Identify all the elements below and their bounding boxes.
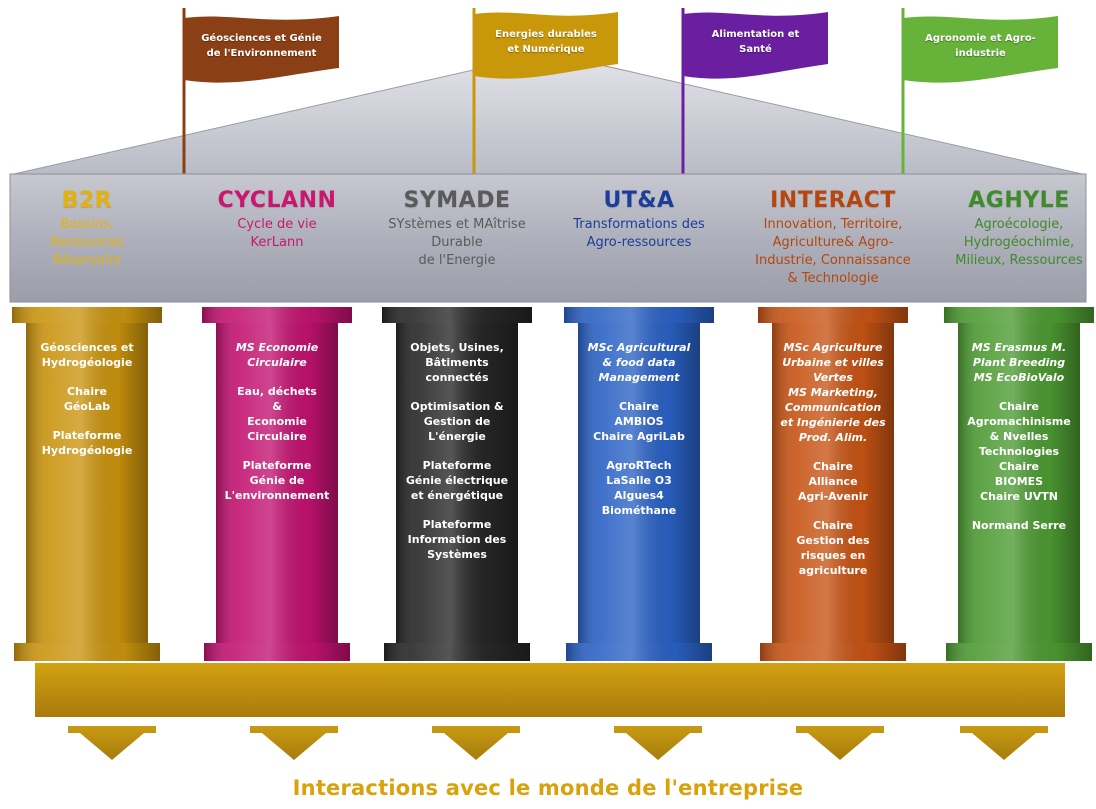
pillar — [758, 307, 908, 661]
pillar-item: Chaire AMBIOS Chaire AgriLab — [593, 400, 685, 443]
pillar-item: MS Erasmus M. Plant Breeding MS EcoBioVa… — [971, 341, 1067, 384]
down-arrow-icon — [68, 726, 156, 760]
column-title: INTERACT — [770, 188, 896, 213]
pillar-item: Chaire Gestion des risques en agricultur… — [796, 519, 870, 577]
flag-label: Energies durables et Numérique — [495, 29, 597, 55]
pillar-content: MSc Agriculture Urbaine et villes Vertes… — [774, 340, 892, 592]
column-title: CYCLANN — [217, 188, 337, 213]
footer-caption: Interactions avec le monde de l'entrepri… — [292, 776, 804, 800]
flag-label: Alimentation et Santé — [711, 29, 800, 55]
down-arrow-icon — [960, 726, 1048, 760]
pillar-item: MS Economie Circulaire — [235, 341, 319, 369]
column-subtitle: Transformations des Agro-ressources — [573, 217, 705, 250]
pillar-item: Objets, Usines, Bâtiments connectés — [410, 341, 504, 384]
pillar-item: Chaire GéoLab — [63, 385, 111, 413]
column-subtitle: Bassins, Ressources Réservoirs — [50, 217, 124, 268]
down-arrow-icon — [614, 726, 702, 760]
pillar-item: Plateforme Hydrogéologie — [41, 429, 133, 457]
pillar-item: MSc Agriculture Urbaine et villes Vertes… — [780, 341, 886, 444]
column-heading: INTERACT Innovation, Territoire, Agricult… — [744, 188, 922, 288]
pillar-item: Plateforme Génie de L'environnement — [224, 459, 330, 502]
flag-label: Géosciences et Génie de l'Environnement — [201, 33, 322, 59]
column-title: SYMADE — [403, 188, 511, 213]
column-heading: SYMADE SYstèmes et MAîtrise Durable de l'… — [368, 188, 546, 270]
pillar — [12, 307, 162, 661]
pillar-item: Plateforme Génie électrique et énergétiq… — [405, 459, 509, 502]
pillar-item: Normand Serre — [971, 519, 1067, 532]
column-heading: UT&A Transformations des Agro-ressources — [550, 188, 728, 252]
pillar-item: Chaire Agromachinisme & Nvelles Technolo… — [967, 400, 1071, 503]
column-heading: B2R Bassins, Ressources Réservoirs — [0, 188, 176, 270]
pillar — [202, 307, 352, 661]
down-arrow-icon — [432, 726, 520, 760]
pillar — [382, 307, 532, 661]
pillar-item: Géosciences et Hydrogéologie — [40, 341, 134, 369]
column-subtitle: Innovation, Territoire, Agriculture& Agr… — [755, 217, 911, 286]
column-title: UT&A — [603, 188, 675, 213]
column-subtitle: Agroécologie, Hydrogéochimie, Milieux, R… — [955, 217, 1083, 268]
column-subtitle: SYstèmes et MAîtrise Durable de l'Energi… — [388, 217, 526, 268]
column-title: B2R — [61, 188, 113, 213]
flag-label: Agronomie et Agro- industrie — [925, 33, 1036, 59]
column-heading: AGHYLE Agroécologie, Hydrogéochimie, Mili… — [930, 188, 1096, 270]
pillar — [944, 307, 1094, 661]
down-arrow-icon — [250, 726, 338, 760]
pillar-item: AgroRTech LaSalle O3 Algues4 Biométhane — [601, 459, 677, 517]
pillar-content: MS Erasmus M. Plant Breeding MS EcoBioVa… — [960, 340, 1078, 547]
flag-banner — [184, 16, 339, 83]
flag-banner — [474, 12, 618, 79]
pillar — [564, 307, 714, 661]
pillar-item: Eau, déchets & Economie Circulaire — [237, 385, 317, 443]
column-heading: CYCLANN Cycle de vie KerLann — [188, 188, 366, 252]
column-subtitle: Cycle de vie KerLann — [237, 217, 317, 250]
down-arrow-icon — [796, 726, 884, 760]
flag-banner — [903, 16, 1058, 83]
pillar-item: Chaire Alliance Agri-Avenir — [798, 460, 868, 503]
pillar-item: Plateforme Information des Systèmes — [407, 518, 507, 561]
pillar-item: Optimisation & Gestion de L'énergie — [410, 400, 504, 443]
pillar-item: MSc Agricultural & food data Management — [587, 341, 691, 384]
column-title: AGHYLE — [968, 188, 1070, 213]
flag-banner — [683, 12, 828, 79]
